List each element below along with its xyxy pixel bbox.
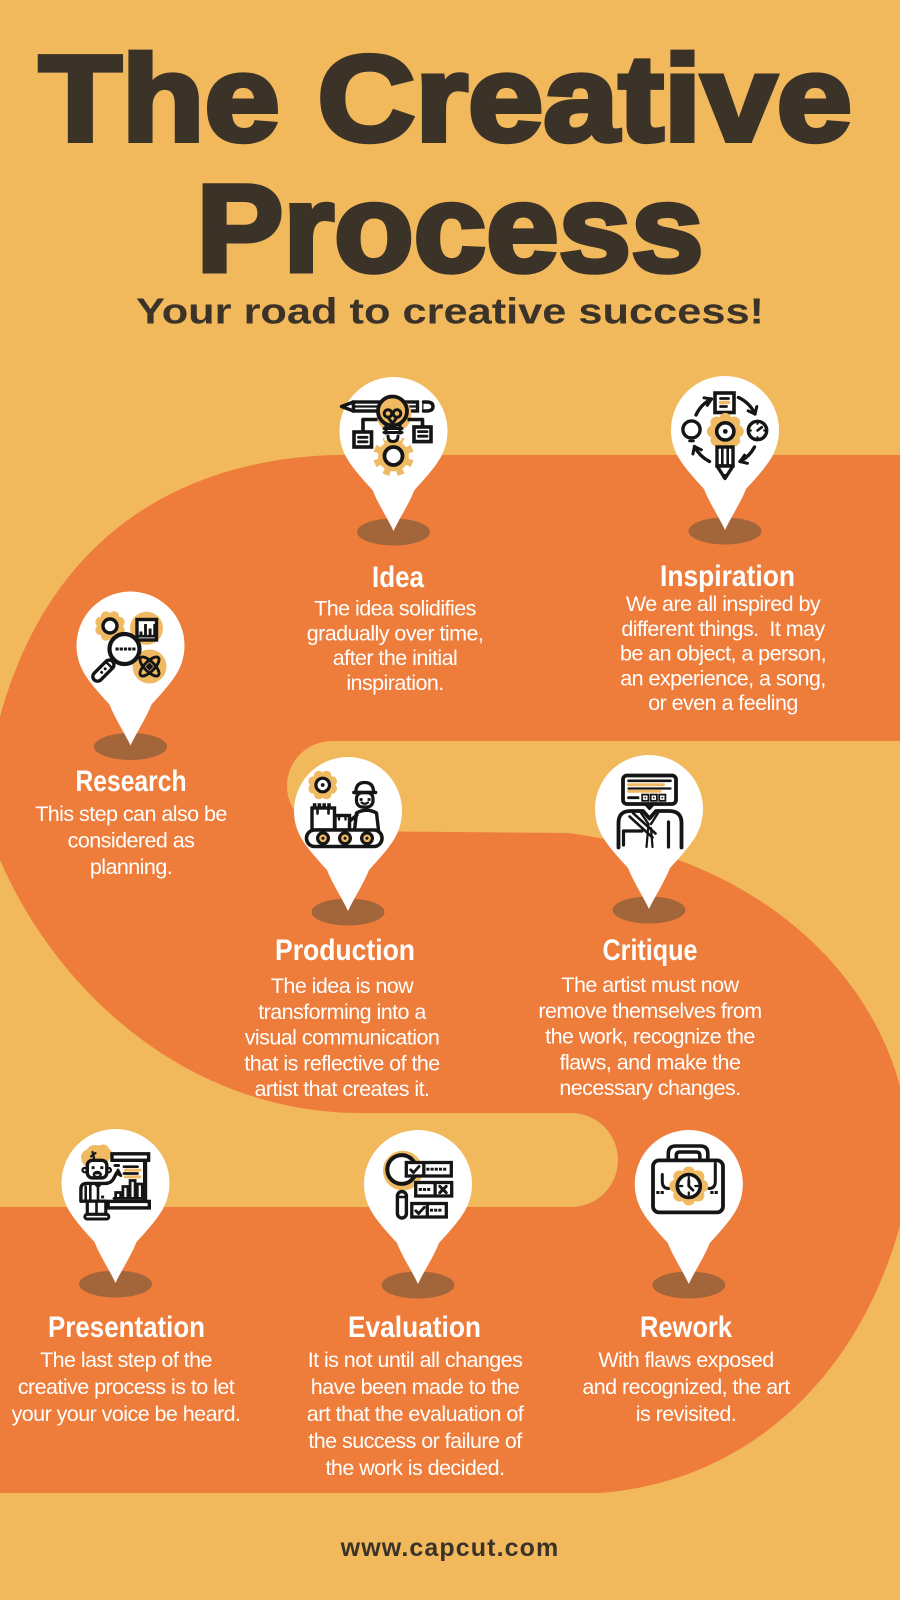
svg-text:remove themselves from: remove themselves from — [538, 999, 761, 1023]
svg-text:This step can also be: This step can also be — [35, 802, 227, 826]
svg-text:Inspiration: Inspiration — [660, 560, 795, 593]
svg-text:that is reflective of the: that is reflective of the — [244, 1051, 439, 1075]
svg-text:We are all inspired by: We are all inspired by — [626, 592, 821, 616]
svg-text:www.capcut.com: www.capcut.com — [340, 1534, 560, 1562]
svg-text:The idea solidifies: The idea solidifies — [314, 597, 476, 621]
svg-text:the work, recognize the: the work, recognize the — [545, 1025, 755, 1049]
svg-text:Rework: Rework — [640, 1311, 732, 1344]
svg-text:With flaws exposed: With flaws exposed — [598, 1348, 773, 1372]
svg-text:visual communication: visual communication — [245, 1026, 440, 1050]
svg-text:have been made to the: have been made to the — [311, 1375, 519, 1399]
svg-text:your your voice be heard.: your your voice be heard. — [12, 1402, 241, 1426]
svg-text:flaws, and make the: flaws, and make the — [560, 1050, 741, 1074]
svg-text:Presentation: Presentation — [48, 1311, 205, 1344]
svg-text:creative process is to let: creative process is to let — [18, 1375, 235, 1399]
svg-text:an experience, a song,: an experience, a song, — [620, 666, 825, 690]
svg-text:the work is decided.: the work is decided. — [325, 1456, 504, 1480]
svg-text:artist that creates it.: artist that creates it. — [255, 1077, 430, 1101]
svg-text:necessary changes.: necessary changes. — [559, 1076, 740, 1100]
svg-text:The idea is now: The idea is now — [271, 974, 414, 998]
svg-text:gradually over time,: gradually over time, — [307, 621, 484, 645]
svg-text:It is not until all changes: It is not until all changes — [308, 1348, 523, 1372]
svg-text:Idea: Idea — [372, 561, 424, 594]
svg-text:planning.: planning. — [90, 855, 172, 879]
svg-text:considered as: considered as — [68, 829, 195, 853]
svg-text:Your road to creative success!: Your road to creative success! — [136, 291, 764, 332]
svg-text:The last step of the: The last step of the — [40, 1348, 212, 1372]
svg-text:The artist must now: The artist must now — [561, 973, 739, 997]
svg-text:Evaluation: Evaluation — [348, 1311, 481, 1344]
svg-text:or even a feeling: or even a feeling — [648, 691, 798, 715]
svg-text:The Creative: The Creative — [39, 31, 852, 167]
svg-text:inspiration.: inspiration. — [346, 671, 443, 695]
svg-text:and recognized, the art: and recognized, the art — [582, 1375, 790, 1399]
svg-text:the success or failure of: the success or failure of — [308, 1429, 522, 1453]
svg-text:transforming into a: transforming into a — [258, 1000, 426, 1024]
svg-text:Research: Research — [76, 765, 187, 798]
svg-text:different things. It may: different things. It may — [621, 617, 825, 641]
svg-text:art that the evaluation of: art that the evaluation of — [307, 1402, 524, 1426]
svg-text:Process: Process — [197, 160, 704, 298]
svg-text:is revisited.: is revisited. — [636, 1402, 736, 1426]
svg-text:Critique: Critique — [603, 934, 698, 967]
svg-text:after the initial: after the initial — [333, 646, 458, 670]
svg-text:Production: Production — [275, 934, 415, 967]
svg-text:be an object, a person,: be an object, a person, — [620, 642, 826, 666]
